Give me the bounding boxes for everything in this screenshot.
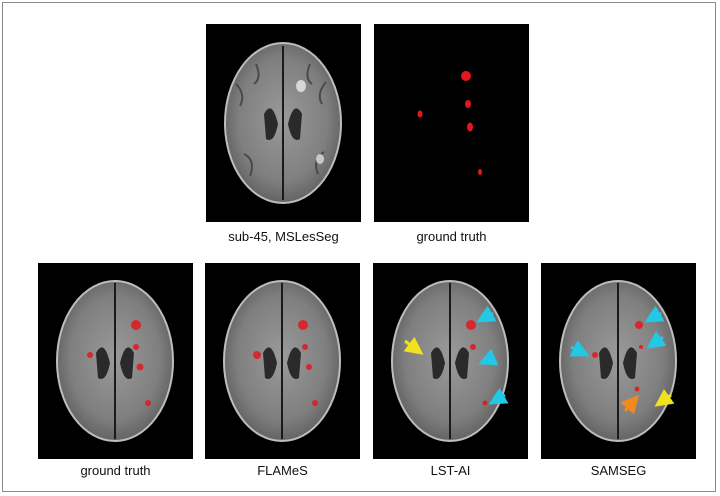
lesion-overlay — [635, 321, 643, 329]
lesion-overlay — [253, 351, 261, 359]
mask-lesion — [417, 110, 423, 118]
cyan-arrow-icon — [488, 387, 509, 405]
lesion-overlay — [312, 400, 318, 406]
caption-groundtruth-mask: ground truth — [416, 229, 487, 244]
orange-arrow-icon — [620, 394, 639, 415]
overlay-flames-image — [205, 263, 360, 459]
cyan-arrow-icon — [646, 330, 667, 349]
lesion-overlay — [482, 400, 488, 406]
overlay-lstai-image — [373, 263, 528, 459]
caption-overlay-flames: FLAMeS — [257, 463, 308, 478]
mask-lesion — [478, 169, 482, 175]
caption-overlay-samseg: SAMSEG — [590, 463, 647, 478]
lesion-overlay — [470, 344, 476, 350]
mask-lesion — [467, 122, 473, 132]
figure-frame — [2, 2, 716, 492]
brain-flair-svg — [224, 42, 342, 204]
caption-overlay-lstai: LST-AI — [430, 463, 471, 478]
caption-mri-input: sub-45, MSLesSeg — [228, 229, 339, 244]
lesion-overlay — [639, 345, 643, 349]
lesion-overlay — [131, 320, 141, 330]
mri-input-image — [206, 24, 361, 222]
lesion-overlay — [145, 400, 151, 406]
lesion-overlay — [306, 364, 312, 370]
overlay-samseg-image — [541, 263, 696, 459]
caption-overlay-groundtruth: ground truth — [80, 463, 151, 478]
lesion-overlay — [136, 363, 144, 371]
cyan-arrow-icon — [478, 348, 499, 366]
lesion-overlay — [133, 344, 139, 350]
lesion-overlay — [298, 320, 308, 330]
cyan-arrow-icon — [644, 305, 665, 323]
mask-lesion — [461, 71, 471, 81]
lesion-overlay — [302, 344, 308, 350]
lesion-overlay — [87, 352, 93, 358]
groundtruth-mask-image — [374, 24, 529, 222]
lesion-overlay — [634, 386, 640, 392]
lesion-mask-svg — [417, 71, 482, 175]
lesion-overlay — [466, 320, 476, 330]
cyan-arrow-icon — [476, 305, 497, 323]
lesion-overlay — [592, 352, 598, 358]
yellow-arrow-icon — [654, 388, 675, 407]
overlay-groundtruth-image — [38, 263, 193, 459]
cyan-arrow-icon — [569, 340, 590, 357]
mask-lesion — [465, 100, 471, 108]
yellow-arrow-icon — [403, 336, 424, 355]
